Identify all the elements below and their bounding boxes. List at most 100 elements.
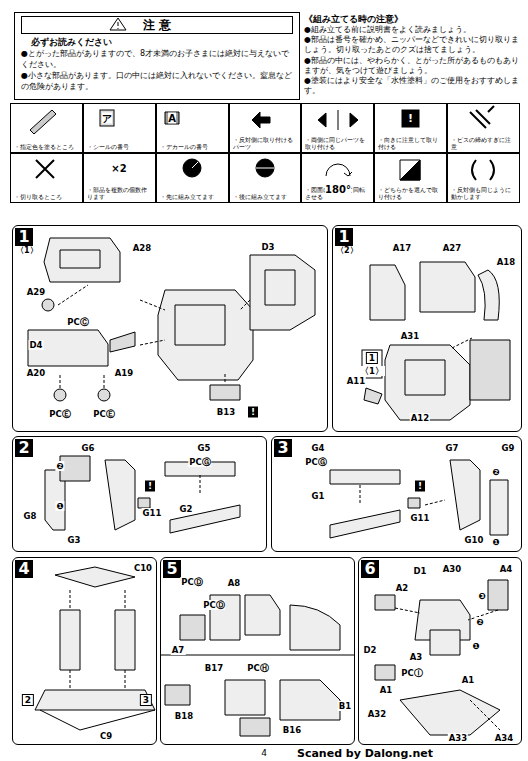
legend-cell: ・どちらかを選んで取り付ける — [374, 153, 447, 203]
legend-cell: ・後に組み立てます — [229, 153, 302, 203]
step-number: 5 — [163, 560, 181, 578]
step-panel: 4 — [12, 557, 157, 745]
step-number: 2 — [15, 439, 33, 457]
legend-text: ・反対側に取り付けるパーツ — [233, 136, 299, 150]
part-number: G11 — [142, 508, 163, 518]
part-number: A8 — [227, 578, 242, 588]
part-number: A20 — [26, 368, 46, 378]
legend-text: ・向きに注意して取り付ける — [378, 136, 444, 150]
part-number: PCⒹ — [180, 577, 203, 587]
legend-text: ・シールの番号 — [87, 143, 153, 150]
part-number: PCⒾ — [400, 668, 423, 678]
step-number: 6 — [361, 560, 379, 578]
caution-mark: ! — [248, 407, 258, 418]
part-number: G11 — [410, 513, 431, 523]
legend-text: ・デカールの番号 — [160, 143, 226, 150]
legend-cell: ・反対側に取り付けるパーツ — [229, 103, 302, 153]
legend-text: ・反対側も同じように動かします — [451, 186, 517, 200]
part-number: PCⒺ — [92, 409, 115, 419]
step-number: 1 — [15, 228, 33, 246]
legend-text: ・部品を複数の個数作ります — [87, 186, 153, 200]
part-number: B13 — [216, 407, 236, 417]
part-number: G10 — [464, 535, 485, 545]
part-number: A7 — [171, 645, 186, 655]
part-number: B17 — [204, 663, 224, 673]
step-number: 1 — [335, 228, 353, 246]
part-number: A34 — [494, 733, 514, 743]
legend-text: ・指定色を塗るところ — [14, 143, 80, 150]
note-text: ●部品は番号を確かめ、ニッパーなどできれいに切り取りましょう。切り取ったあとのク… — [304, 35, 520, 55]
part-number: ❷ — [475, 617, 484, 627]
caution-text: ●とがった部品がありますので、8才未満のお子さまには絶対に与えないでください。 — [21, 48, 293, 70]
part-number: PCⒸ — [66, 317, 89, 327]
step-ref: 3 — [140, 694, 152, 706]
part-number: PCⒽ — [246, 663, 269, 673]
note-text: ●部品の中には、やわらかく、とがった所があるものもありますが、気をつけて遊びまし… — [304, 56, 520, 76]
caution-mark: ! — [415, 481, 425, 492]
step-number: 4 — [15, 560, 33, 578]
legend-cell: ・切り取るところ — [10, 153, 83, 203]
legend-text: ・ビスの締めすぎに注意 — [451, 136, 517, 150]
part-number: B18 — [174, 711, 194, 721]
part-number: A18 — [496, 257, 516, 267]
part-number: A31 — [400, 331, 420, 341]
part-number: G8 — [23, 511, 38, 521]
icon-text: 180° — [325, 184, 351, 195]
part-number: D1 — [413, 566, 428, 576]
legend-text: ・両側に同じパーツを取り付ける — [305, 136, 371, 150]
watermark: Scaned by Dalong.net — [297, 747, 433, 760]
sub-step: 〈2〉 — [336, 246, 521, 256]
legend-cell: ・反対側も同じように動かします — [447, 153, 520, 203]
part-number: G7 — [445, 443, 460, 453]
part-number: PCⒼ — [188, 457, 211, 467]
part-number: A12 — [410, 413, 430, 423]
part-number: B1 — [338, 701, 352, 711]
legend-text: ・先に組み立てます — [160, 193, 226, 200]
part-number: D3 — [261, 242, 276, 252]
part-number: A17 — [392, 243, 412, 253]
part-number: A27 — [442, 243, 462, 253]
legend-cell: ・向きに注意して取り付ける — [374, 103, 447, 153]
part-number: C10 — [133, 563, 153, 573]
part-number: A28 — [132, 243, 152, 253]
part-number: ❸ — [477, 591, 486, 601]
step-ref: 2 — [22, 694, 34, 706]
part-number: ❶ — [471, 641, 480, 651]
caution-mark: ! — [408, 113, 413, 125]
part-number: C9 — [99, 731, 113, 741]
step-ref: 1 — [366, 352, 378, 364]
part-number: G4 — [311, 443, 326, 453]
part-number: ❶ — [55, 501, 64, 511]
part-number: B16 — [282, 725, 302, 735]
part-number: G2 — [179, 504, 194, 514]
part-number: PCⒼ — [304, 457, 327, 467]
icon-text: ア — [102, 113, 112, 124]
assembly-notes: 《組み立てる時の注意》●組み立てる前に説明書をよく読みましょう。●部品は番号を確… — [304, 13, 520, 96]
sub-step: 〈1〉 — [16, 246, 327, 256]
part-number: 〈1〉 — [359, 366, 385, 376]
part-number: A33 — [448, 733, 468, 743]
part-number: A1 — [461, 675, 476, 685]
part-number: A1 — [379, 685, 394, 695]
legend-cell: ・両側に同じパーツを取り付ける — [301, 103, 374, 153]
part-number: A29 — [26, 287, 46, 297]
part-number: D2 — [363, 645, 378, 655]
caution-title: 注 意 — [21, 16, 293, 34]
part-number: ❷ — [55, 461, 64, 471]
part-number: G6 — [81, 443, 96, 453]
part-number: PCⒺ — [48, 409, 71, 419]
step-number: 3 — [274, 439, 292, 457]
legend-cell: ・シールの番号 — [83, 103, 156, 153]
legend-cell: ・先に組み立てます — [156, 153, 229, 203]
caution-text: ●小さな部品があります。口の中には絶対に入れないでください。窒息などの危険があり… — [21, 70, 293, 92]
part-number: G9 — [501, 443, 516, 453]
part-number: ❷ — [491, 467, 500, 477]
part-number: G5 — [197, 443, 212, 453]
legend-cell: ・ビスの締めすぎに注意 — [447, 103, 520, 153]
note-text: ●塗装にはより安全な「水性塗料」のご使用をおすすめします。 — [304, 76, 520, 96]
part-number: A30 — [442, 564, 462, 574]
part-number: G3 — [67, 535, 82, 545]
step-panel: 1〈2〉 — [332, 225, 522, 432]
part-number: A3 — [409, 652, 424, 662]
